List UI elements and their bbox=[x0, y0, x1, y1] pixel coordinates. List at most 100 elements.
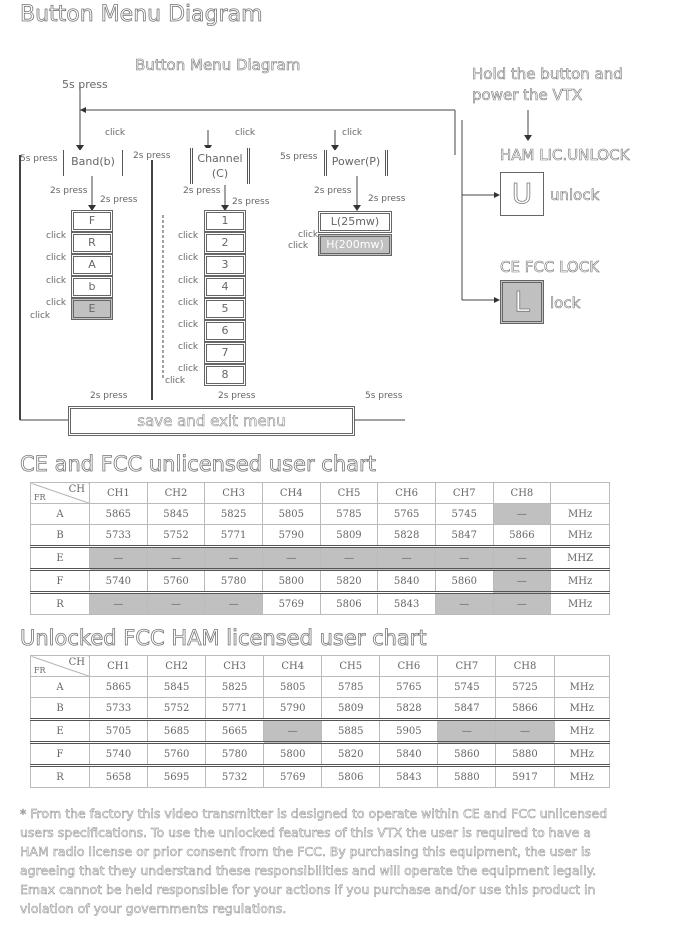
frequency-cell: 5765 bbox=[379, 676, 439, 698]
frequency-cell: 5840 bbox=[377, 568, 436, 593]
band-item[interactable]: b bbox=[71, 276, 113, 298]
frequency-cell: — bbox=[146, 545, 206, 570]
column-header: CH1 bbox=[89, 482, 148, 504]
channel-item[interactable]: 7 bbox=[204, 342, 246, 364]
frequency-cell: 5905 bbox=[379, 718, 439, 743]
frequency-cell: 5866 bbox=[492, 524, 552, 547]
unit-cell: MHz bbox=[553, 741, 610, 766]
column-header: CH3 bbox=[204, 482, 263, 504]
band-label: B bbox=[30, 524, 90, 547]
frequency-cell: 5732 bbox=[205, 764, 265, 788]
channel-item[interactable]: 5 bbox=[204, 298, 246, 320]
column-header: CH4 bbox=[263, 655, 323, 677]
column-header: CH8 bbox=[495, 655, 555, 677]
band-click-label: click bbox=[46, 231, 67, 241]
frequency-cell: 5745 bbox=[434, 503, 494, 525]
legal-footnote: * From the factory this video transmitte… bbox=[20, 806, 608, 917]
frequency-cell: — bbox=[89, 591, 148, 615]
frequency-cell: 5860 bbox=[437, 741, 497, 766]
channel-item[interactable]: 3 bbox=[204, 254, 246, 276]
frequency-cell: 5843 bbox=[377, 591, 436, 615]
frequency-cell: 5769 bbox=[261, 591, 321, 615]
unit-cell: MHz bbox=[550, 591, 610, 615]
channel-item[interactable]: 2 bbox=[204, 232, 246, 254]
frequency-cell: 5825 bbox=[204, 503, 263, 525]
band-press5s-left: 5s press bbox=[20, 154, 58, 164]
save-press2s-label: 2s press bbox=[90, 391, 128, 401]
frequency-cell: — bbox=[261, 545, 321, 570]
frequency-cell: 5820 bbox=[319, 568, 379, 593]
power-menu-node[interactable]: Power(P) bbox=[324, 150, 388, 176]
band-item[interactable]: F bbox=[71, 210, 113, 232]
column-header: CH6 bbox=[379, 655, 439, 677]
band-press2s-right: 2s press bbox=[133, 151, 171, 161]
unit-cell: MHz bbox=[553, 676, 610, 698]
frequency-cell: 5865 bbox=[88, 676, 149, 698]
lock-glyph-box: L bbox=[500, 280, 544, 324]
corner-top-label: CH bbox=[68, 657, 85, 668]
frequency-cell: 5765 bbox=[377, 503, 436, 525]
unlock-label: unlock bbox=[550, 186, 600, 205]
frequency-cell: 5790 bbox=[261, 524, 321, 547]
frequency-cell: 5685 bbox=[147, 718, 207, 743]
frequency-cell: 5866 bbox=[495, 697, 555, 720]
frequency-cell: 5880 bbox=[437, 764, 497, 788]
channel-item[interactable]: 1 bbox=[204, 210, 246, 232]
save-and-exit-box[interactable]: save and exit menu bbox=[68, 406, 355, 436]
channel-click-label: click bbox=[235, 128, 256, 138]
unlock-glyph-box: U bbox=[500, 172, 544, 216]
band-menu-node[interactable]: Band(b) bbox=[63, 150, 123, 176]
band-list: F R A b E bbox=[71, 210, 113, 320]
save-press5s-label: 5s press bbox=[365, 391, 403, 401]
column-header: CH7 bbox=[437, 655, 497, 677]
channel-item[interactable]: 6 bbox=[204, 320, 246, 342]
frequency-cell: 5809 bbox=[319, 524, 379, 547]
frequency-cell: 5843 bbox=[379, 764, 439, 788]
band-press2s-arrow: 2s press bbox=[100, 195, 138, 205]
frequency-cell: — bbox=[89, 545, 148, 570]
unit-cell: MHz bbox=[553, 718, 610, 743]
frequency-cell: 5733 bbox=[88, 697, 149, 720]
table-title-ce-fcc: CE and FCC unlicensed user chart bbox=[20, 452, 377, 477]
band-click-label: click bbox=[46, 276, 67, 286]
unit-cell: MHz bbox=[550, 503, 610, 525]
channel-press2s-down: 2s press bbox=[183, 186, 221, 196]
band-label: F bbox=[30, 741, 90, 766]
channel-click-label: click bbox=[165, 376, 186, 386]
unit-cell: MHz bbox=[553, 697, 610, 720]
power-item-selected[interactable]: H(200mw) bbox=[318, 234, 392, 256]
frequency-cell: 5845 bbox=[146, 503, 206, 525]
band-label: E bbox=[30, 718, 90, 743]
power-item[interactable]: L(25mw) bbox=[318, 211, 392, 233]
channel-item[interactable]: 8 bbox=[204, 364, 246, 386]
frequency-cell: 5785 bbox=[321, 676, 381, 698]
column-header: CH5 bbox=[321, 655, 381, 677]
band-item[interactable]: A bbox=[71, 254, 113, 276]
band-item-selected[interactable]: E bbox=[71, 298, 113, 320]
frequency-cell: 5771 bbox=[204, 524, 263, 547]
column-header: CH2 bbox=[146, 482, 206, 504]
frequency-cell: — bbox=[434, 591, 494, 615]
frequency-cell: 5825 bbox=[205, 676, 265, 698]
table-row: E————————MHZ bbox=[30, 545, 610, 570]
channel-item[interactable]: 4 bbox=[204, 276, 246, 298]
column-header: CH1 bbox=[88, 655, 149, 677]
lock-instruction-line: power the VTX bbox=[472, 86, 583, 105]
frequency-cell: — bbox=[492, 503, 552, 525]
channel-press2s-arrow: 2s press bbox=[232, 197, 270, 207]
frequency-cell: 5805 bbox=[261, 503, 321, 525]
corner-bottom-label: FR bbox=[34, 666, 46, 675]
column-header bbox=[553, 655, 610, 677]
band-item[interactable]: R bbox=[71, 232, 113, 254]
column-header: CH3 bbox=[205, 655, 265, 677]
frequency-cell: 5800 bbox=[263, 741, 323, 766]
frequency-cell: 5847 bbox=[434, 524, 494, 547]
frequency-cell: 5828 bbox=[379, 697, 439, 720]
channel-menu-node[interactable]: Channel (C) bbox=[190, 148, 250, 184]
frequency-cell: — bbox=[204, 545, 263, 570]
